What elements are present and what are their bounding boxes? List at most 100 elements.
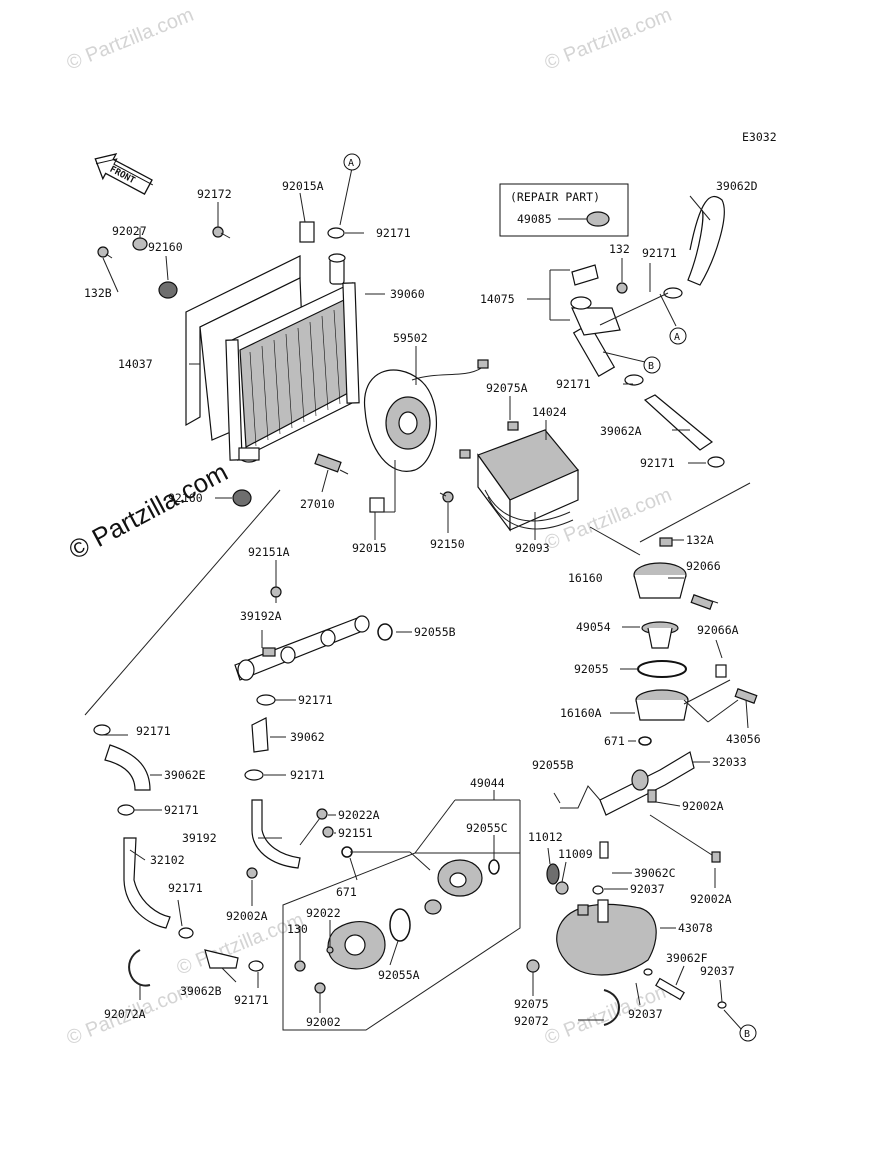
label-92022: 92022 [306, 906, 341, 920]
label-132: 132 [609, 242, 630, 256]
label-32033: 32033 [712, 755, 747, 769]
watermark-top-left: © Partzilla.com [64, 4, 197, 75]
thermostat-49054-icon [641, 621, 679, 649]
label-49054: 49054 [576, 620, 611, 634]
hose-39062c-icon [599, 841, 609, 859]
bolt-92002-icon [314, 982, 326, 994]
impeller-gear-icon [546, 863, 569, 895]
label-39062b: 39062B [180, 984, 222, 998]
repair-part-box: (REPAIR PART) 49085 [499, 183, 629, 237]
label-92171-r1: 92171 [642, 246, 677, 260]
grommet-92075-icon [526, 959, 540, 973]
watermark-top-right: © Partzilla.com [542, 4, 675, 75]
temp-sensor-43056-icon [734, 688, 758, 704]
label-43056: 43056 [726, 732, 761, 746]
watermarks: © Partzilla.com © Partzilla.com © Partzi… [64, 4, 675, 1050]
o-ring-92055-icon [637, 660, 687, 678]
label-39062d: 39062D [716, 179, 758, 193]
label-39062f: 39062F [666, 951, 708, 965]
label-39062a: 39062A [600, 424, 642, 438]
leader-lines [84, 167, 751, 1031]
pipe-39192-icon [251, 799, 301, 869]
clamp-r3-icon [707, 456, 725, 468]
label-92171-r2: 92171 [556, 377, 591, 391]
hose-39062f-icon [655, 977, 685, 1001]
band-92072-icon [603, 989, 620, 1026]
plug-92066a-icon [715, 664, 727, 678]
repair-part-title: (REPAIR PART) [510, 190, 600, 204]
clamp-top-icon [327, 227, 345, 239]
callout-b-top: B [643, 356, 661, 374]
label-92171-m2: 92171 [290, 768, 325, 782]
label-92171-top: 92171 [376, 226, 411, 240]
clamp-r1-icon [663, 287, 683, 299]
pipe-32033-icon [599, 751, 695, 816]
water-pipe-39192a-icon [234, 615, 370, 681]
bracket-icon [299, 221, 315, 243]
band-92072a-icon [128, 949, 151, 987]
label-14024: 14024 [532, 405, 567, 419]
label-671-r: 671 [604, 734, 625, 748]
label-32102: 32102 [150, 853, 185, 867]
label-92055: 92055 [574, 662, 609, 676]
clamp-l3-icon [178, 927, 194, 939]
label-92055b: 92055B [414, 625, 456, 639]
label-92171-l1: 92171 [136, 724, 171, 738]
watermark-main: © Partzilla.com [64, 457, 233, 566]
clamp-r2-icon [624, 374, 644, 386]
label-92160-top: 92160 [148, 240, 183, 254]
label-92171-r3: 92171 [640, 456, 675, 470]
bolt-132-icon [616, 282, 628, 294]
svg-text:A: A [348, 158, 354, 169]
label-39192a: 39192A [240, 609, 282, 623]
bolt-92002a-r2-icon [711, 851, 721, 863]
label-92037-r: 92037 [700, 964, 735, 978]
water-pipe-14075-icon [570, 264, 621, 377]
label-92172: 92172 [197, 187, 232, 201]
bolt-92172-icon [212, 226, 231, 239]
label-92066: 92066 [686, 559, 721, 573]
bolt-92151a-icon [270, 586, 282, 603]
label-59502: 59502 [393, 331, 428, 345]
reserve-tank-cover-icon [459, 421, 579, 532]
hose-39062e-icon [104, 744, 151, 791]
hose-39062-icon [251, 717, 269, 753]
label-92171-l3: 92171 [168, 881, 203, 895]
hose-39062b-icon [204, 949, 239, 969]
label-27010: 27010 [300, 497, 335, 511]
label-92027: 92027 [112, 224, 147, 238]
label-14037: 14037 [118, 357, 153, 371]
label-92150: 92150 [430, 537, 465, 551]
callout-b-bottom: B [739, 1024, 757, 1042]
housing-16160a-icon [635, 689, 689, 721]
label-132b: 132B [84, 286, 112, 300]
svg-text:B: B [744, 1029, 750, 1040]
label-92055b-r: 92055B [532, 758, 574, 772]
label-92015: 92015 [352, 541, 387, 555]
grommet-top-icon [158, 281, 178, 299]
label-92055a: 92055A [378, 968, 420, 982]
label-39062: 39062 [290, 730, 325, 744]
radiator-assembly [97, 221, 360, 507]
label-130: 130 [287, 922, 308, 936]
label-92171-m1: 92171 [298, 693, 333, 707]
radiator-fan-icon [363, 359, 489, 513]
bolt-132b-icon [97, 246, 113, 259]
clamp-b-icon [248, 960, 264, 972]
svg-text:B: B [648, 361, 654, 372]
fan-bracket-icon [369, 497, 385, 513]
label-39062c: 39062C [634, 866, 676, 880]
o-ring-92055c-icon [488, 859, 500, 875]
front-arrow-icon: FRONT [94, 153, 154, 195]
bolt-92151-icon [322, 826, 334, 838]
label-92075: 92075 [514, 997, 549, 1011]
svg-text:A: A [674, 332, 680, 343]
label-39192: 39192 [182, 831, 217, 845]
label-92066a: 92066A [697, 623, 739, 637]
label-14075: 14075 [480, 292, 515, 306]
label-92151a: 92151A [248, 545, 290, 559]
o-ring-92055a-icon [389, 908, 411, 942]
o-ring-92055b-icon [377, 623, 393, 641]
label-92002a-r2: 92002A [690, 892, 732, 906]
